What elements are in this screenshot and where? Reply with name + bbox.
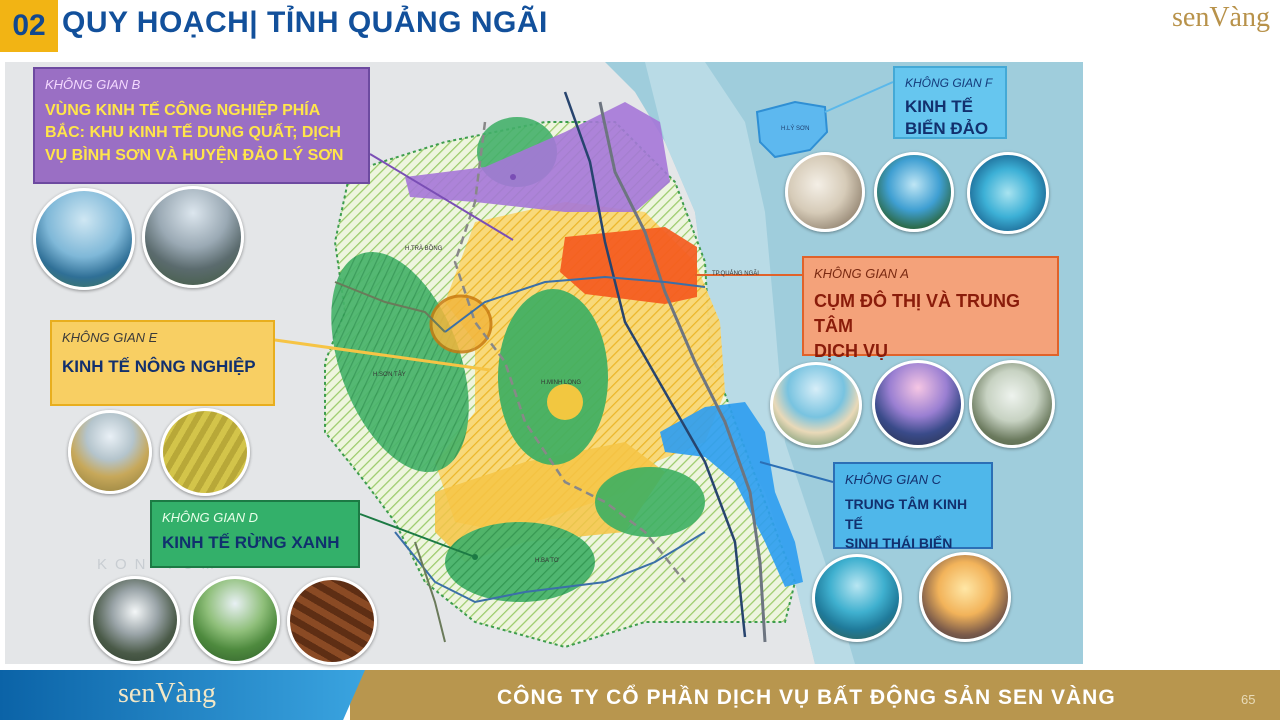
river-south bbox=[394, 531, 706, 604]
connector-d bbox=[359, 513, 476, 558]
photo-cinnamon bbox=[287, 577, 377, 665]
zone-e-kicker: KHÔNG GIAN E bbox=[62, 330, 158, 345]
zone-c-box: KHÔNG GIAN C TRUNG TÂM KINH TẾ SINH THÁI… bbox=[833, 462, 993, 551]
label-ba-to: H.BA TƠ bbox=[535, 558, 559, 564]
expressway bbox=[563, 91, 747, 638]
page-number: 65 bbox=[1241, 692, 1256, 707]
section-number: 02 bbox=[0, 0, 58, 52]
forest-zone-west bbox=[331, 252, 469, 472]
zone-d-title: KINH TẾ RỪNG XANH bbox=[162, 533, 340, 552]
sea-light bbox=[645, 62, 855, 664]
road-southwest bbox=[414, 541, 446, 643]
zone-a-title-line2: DỊCH VỤ bbox=[814, 341, 889, 362]
zone-b-box: KHÔNG GIAN B VÙNG KINH TẾ CÔNG NGHIỆP PH… bbox=[33, 67, 370, 184]
photo-rice-field bbox=[160, 408, 250, 496]
zone-a-box: KHÔNG GIAN A CỤM ĐÔ THỊ VÀ TRUNG TÂM DỊC… bbox=[802, 256, 1059, 361]
connector-b-dot bbox=[510, 174, 516, 180]
zone-e-box: KHÔNG GIAN E KINH TẾ NÔNG NGHIỆP bbox=[50, 320, 275, 406]
connector-e bbox=[274, 338, 491, 372]
label-ly-son: H.LÝ SƠN bbox=[781, 125, 810, 132]
footer-blue-panel bbox=[0, 670, 365, 720]
photo-industrial-zone bbox=[142, 186, 244, 288]
forest-zone-southeast bbox=[595, 467, 705, 537]
river-north bbox=[334, 281, 446, 333]
label-tp-quang-ngai: TP.QUẢNG NGÃI bbox=[712, 270, 759, 277]
zone-c-title-line2: SINH THÁI BIỂN bbox=[845, 535, 953, 552]
photo-island-bay bbox=[967, 152, 1049, 234]
zone-c-title-line1: TRUNG TÂM KINH TẾ bbox=[845, 496, 968, 532]
zone-b-title: VÙNG KINH TẾ CÔNG NGHIỆP PHÍA BẮC: KHU K… bbox=[45, 102, 344, 164]
photo-waterfall bbox=[90, 576, 180, 664]
photo-sunset-rocks bbox=[872, 360, 964, 448]
river-tra-khuc bbox=[444, 275, 706, 333]
connector-f bbox=[824, 81, 894, 113]
zone-c-kicker: KHÔNG GIAN C bbox=[845, 472, 942, 487]
zone-e-title: KINH TẾ NÔNG NGHIỆP bbox=[62, 357, 256, 376]
page-title: QUY HOẠCH| TỈNH QUẢNG NGÃI bbox=[62, 6, 548, 39]
zone-f-title-line1: KINH TẾ bbox=[905, 97, 973, 116]
label-minh-long: H.MINH LONG bbox=[541, 380, 581, 386]
zone-f-title-line2: BIỂN ĐẢO bbox=[905, 119, 989, 139]
national-road-west bbox=[453, 121, 686, 583]
label-tra-bong: H.TRÀ BỒNG bbox=[405, 245, 443, 252]
industrial-zone bbox=[405, 102, 670, 212]
highway-1a bbox=[598, 101, 767, 643]
photo-pagoda bbox=[969, 360, 1055, 448]
photo-mountain-forest bbox=[190, 576, 280, 664]
photo-seashells bbox=[785, 152, 865, 232]
zone-d-box: KHÔNG GIAN D KINH TẾ RỪNG XANH bbox=[150, 500, 360, 568]
company-name: CÔNG TY CỔ PHẦN DỊCH VỤ BẤT ĐỘNG SẢN SEN… bbox=[497, 686, 1116, 709]
photo-rice-harvest bbox=[68, 410, 152, 494]
hill-yellow-center bbox=[547, 384, 583, 420]
photo-coastal-village bbox=[812, 554, 902, 642]
forest-zone-center bbox=[498, 289, 608, 465]
zone-f-box: KHÔNG GIAN F KINH TẾ BIỂN ĐẢO bbox=[893, 66, 1007, 139]
zone-a-title-line1: CỤM ĐÔ THỊ VÀ TRUNG TÂM bbox=[814, 291, 1020, 337]
zone-a-kicker: KHÔNG GIAN A bbox=[814, 266, 909, 281]
zone-d-kicker: KHÔNG GIAN D bbox=[162, 510, 259, 525]
brand-logo: senVàng bbox=[1172, 2, 1270, 33]
ly-son-island bbox=[755, 100, 829, 159]
footer-bar bbox=[350, 670, 1280, 720]
photo-island-cliff bbox=[874, 152, 954, 232]
forest-zone-south bbox=[445, 522, 595, 602]
label-son-tay: H.SƠN TÂY bbox=[373, 371, 406, 378]
connector-d-dot bbox=[472, 554, 478, 560]
connector-c bbox=[759, 461, 834, 483]
photo-sunset-pier bbox=[919, 552, 1011, 642]
zone-f-kicker: KHÔNG GIAN F bbox=[905, 76, 993, 90]
connector-b bbox=[369, 153, 514, 241]
photo-port-aerial bbox=[33, 188, 135, 290]
photo-beach bbox=[770, 362, 862, 448]
zone-b-kicker: KHÔNG GIAN B bbox=[45, 77, 141, 92]
footer-logo: senVàng bbox=[118, 678, 216, 709]
